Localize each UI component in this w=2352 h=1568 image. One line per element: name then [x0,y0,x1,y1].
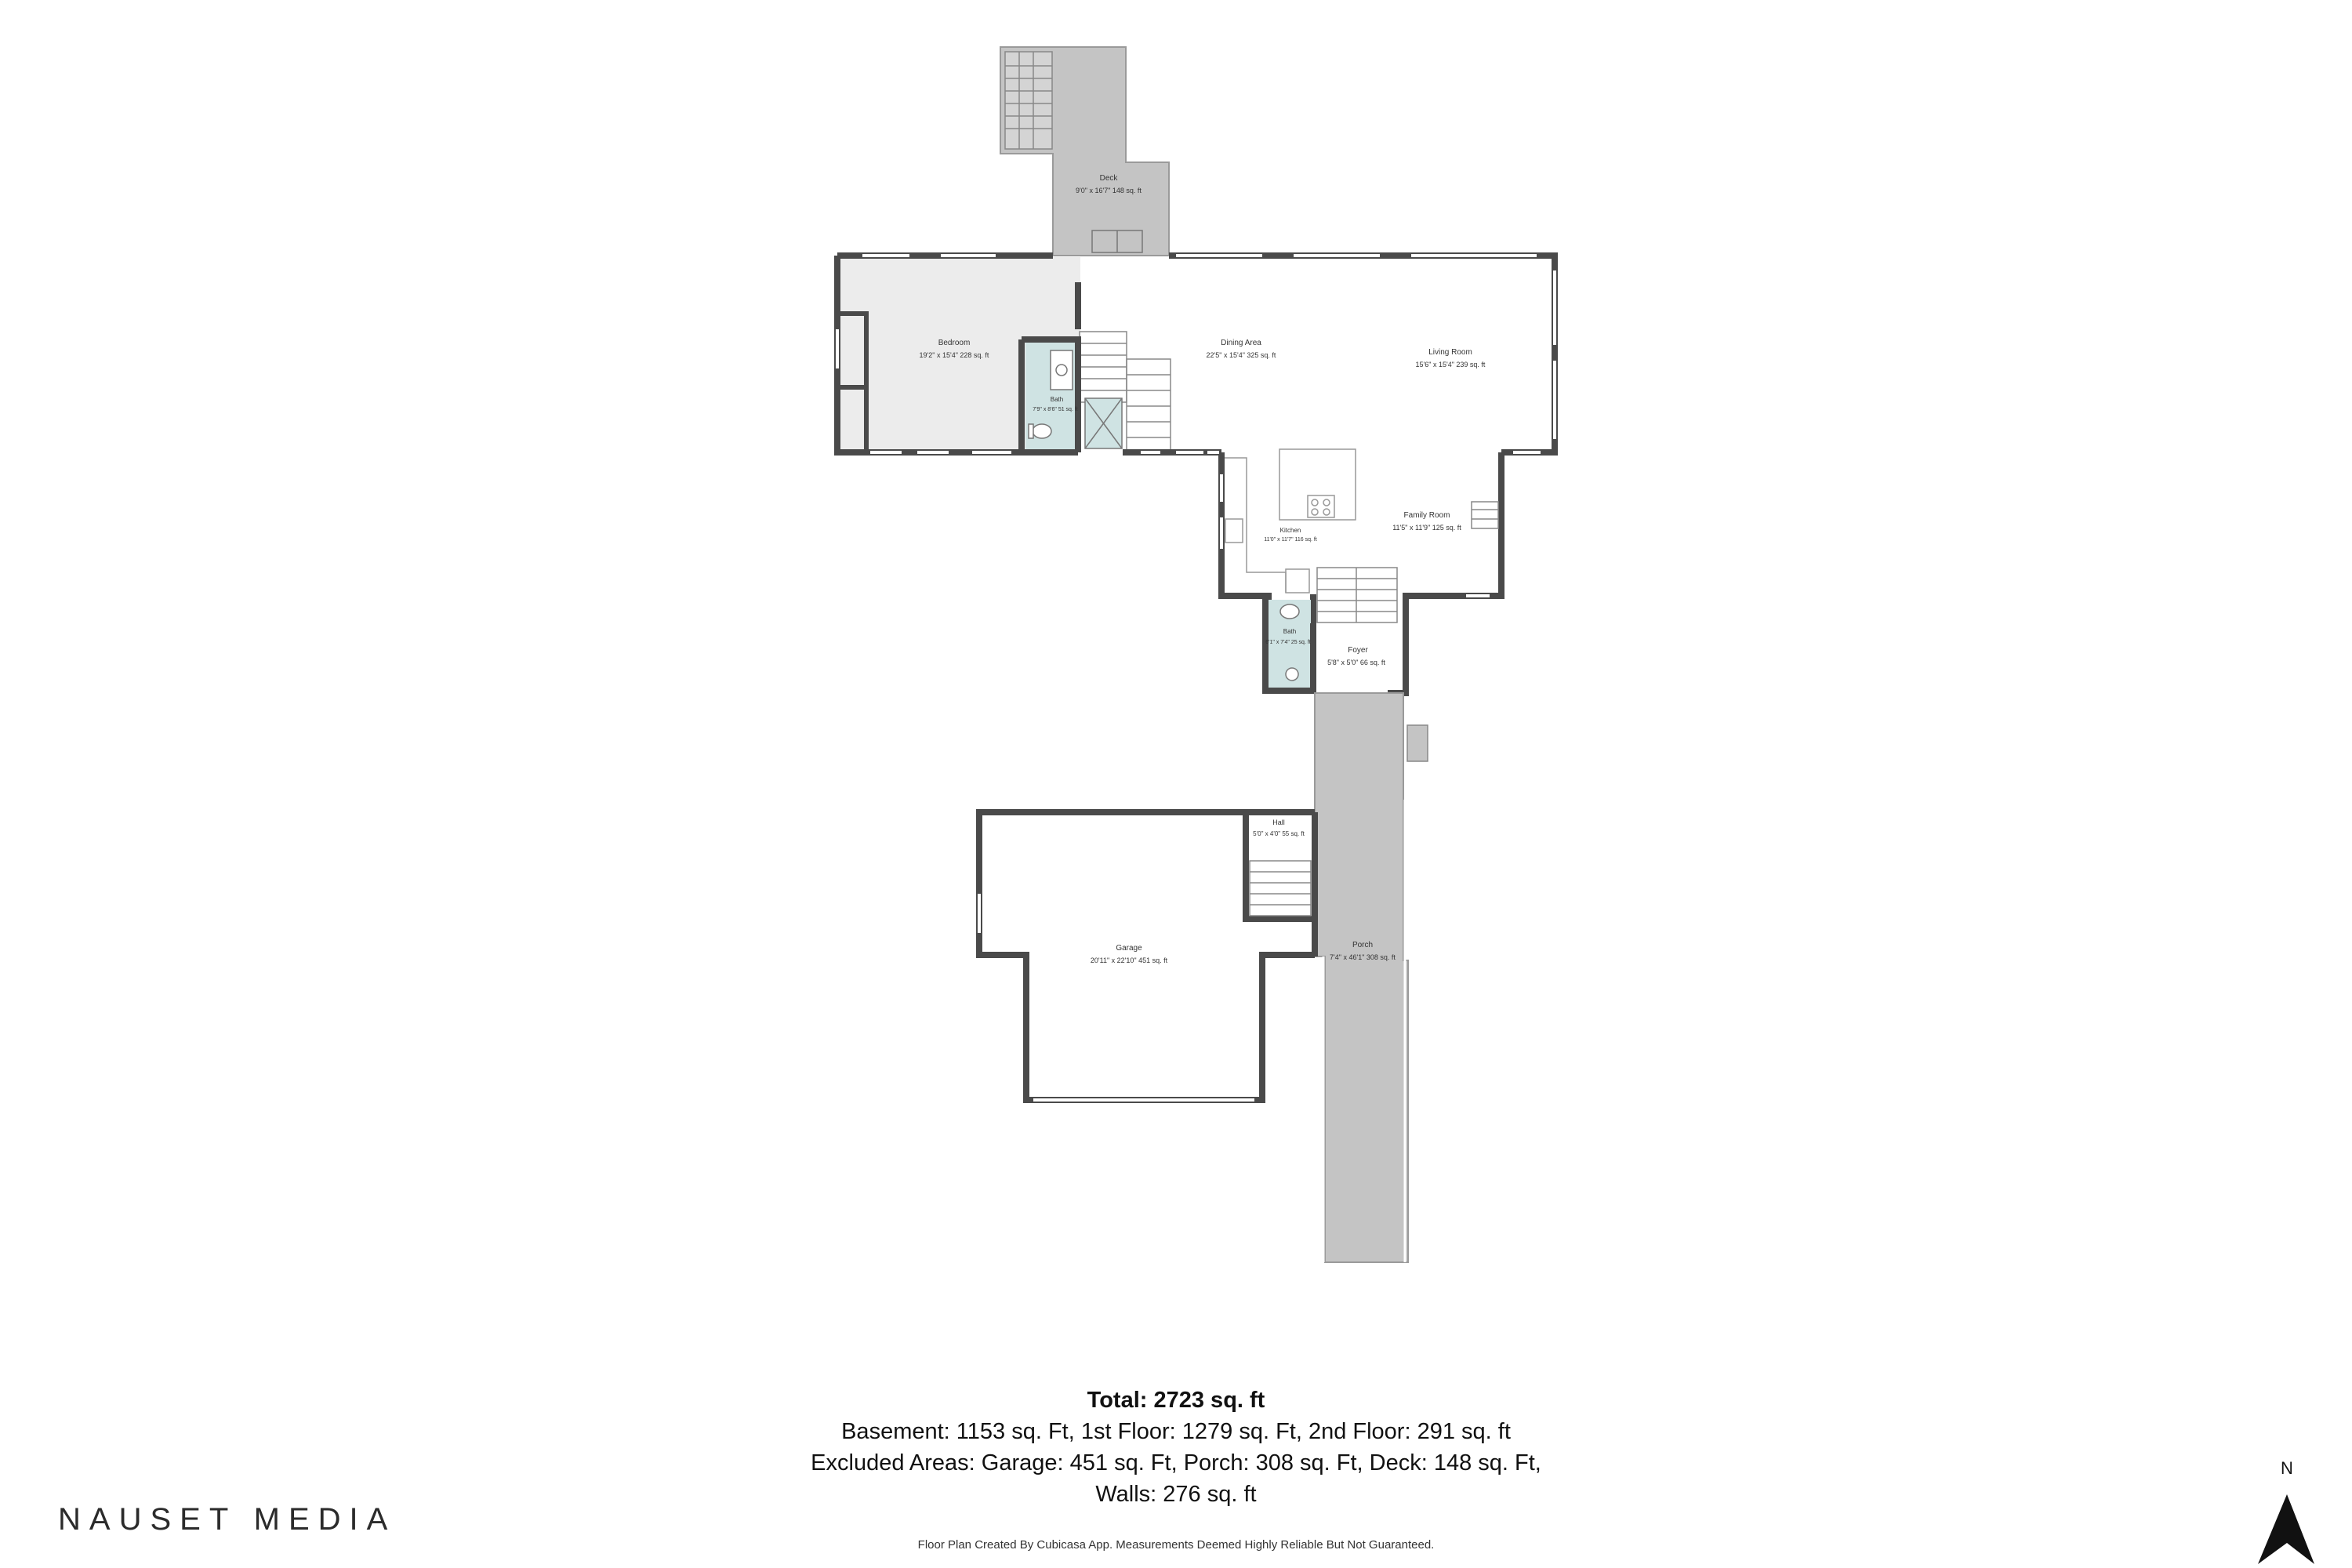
foyer-dims: 5'8" x 5'0" 66 sq. ft [1327,659,1385,666]
foyer-name: Foyer [1348,646,1368,655]
walls-area: Walls: 276 sq. ft [1095,1482,1257,1507]
bath-upper-dims: 7'9" x 8'6" 51 sq. ft [1033,407,1078,412]
bath-upper-name: Bath [1051,396,1063,403]
bedroom-name: Bedroom [938,339,971,347]
floor-breakdown: Basement: 1153 sq. Ft, 1st Floor: 1279 s… [841,1419,1511,1444]
family-name: Family Room [1404,511,1450,520]
deck-dims: 9'0" x 16'7" 148 sq. ft [1076,187,1142,194]
kitchen-counters [1225,448,1356,593]
upper-windows [836,254,1556,454]
bath-upper-fixtures [1028,350,1123,449]
garage-walls [976,809,1318,1103]
bath-lower-dims: 6'1" x 7'4" 25 sq. ft [1265,640,1311,645]
hall-name: Hall [1272,818,1285,826]
family-dims: 11'5" x 11'9" 125 sq. ft [1392,524,1461,532]
dining-dims: 22'5" x 15'4" 325 sq. ft [1207,351,1276,359]
kitchen-name: Kitchen [1280,527,1301,534]
bath-lower-fixtures [1279,604,1300,681]
living-dims: 15'6" x 15'4" 239 sq. ft [1416,361,1486,368]
living-name: Living Room [1428,348,1472,357]
deck-stairs [1004,51,1053,150]
middle-walls [1207,449,1504,694]
deck-name: Deck [1100,174,1119,183]
porch-dims: 7'4" x 46'1" 308 sq. ft [1330,953,1396,961]
garage-stairs [1249,860,1312,916]
garage-dims: 20'11" x 22'10" 451 sq. ft [1091,956,1168,964]
total-area: Total: 2723 sq. ft [1087,1388,1265,1413]
bedroom-closets [837,311,869,451]
disclaimer: Floor Plan Created By Cubicasa App. Meas… [917,1538,1435,1552]
porch-area [1314,692,1428,1263]
deck-area [1000,46,1170,256]
area-summary: Total: 2723 sq. ft Basement: 1153 sq. Ft… [0,1385,2352,1510]
fireplace [1471,501,1499,529]
main-stairs [1316,567,1398,623]
porch-name: Porch [1352,941,1373,949]
middle-windows [1207,451,1490,597]
bath-lower-name: Bath [1283,628,1296,635]
north-label: N [2281,1458,2293,1478]
garage-name: Garage [1116,944,1142,953]
garage-openings [978,894,1254,1102]
brand-logo: NAUSET MEDIA [58,1502,397,1537]
hall-dims: 5'0" x 4'0" 55 sq. ft [1253,830,1305,837]
dining-name: Dining Area [1221,339,1261,347]
north-arrow-icon [2258,1494,2314,1564]
excluded-areas: Excluded Areas: Garage: 451 sq. Ft, Porc… [811,1450,1541,1475]
bedroom-dims: 19'2" x 15'4" 228 sq. ft [920,351,989,359]
kitchen-dims: 11'0" x 11'7" 116 sq. ft [1264,537,1317,543]
